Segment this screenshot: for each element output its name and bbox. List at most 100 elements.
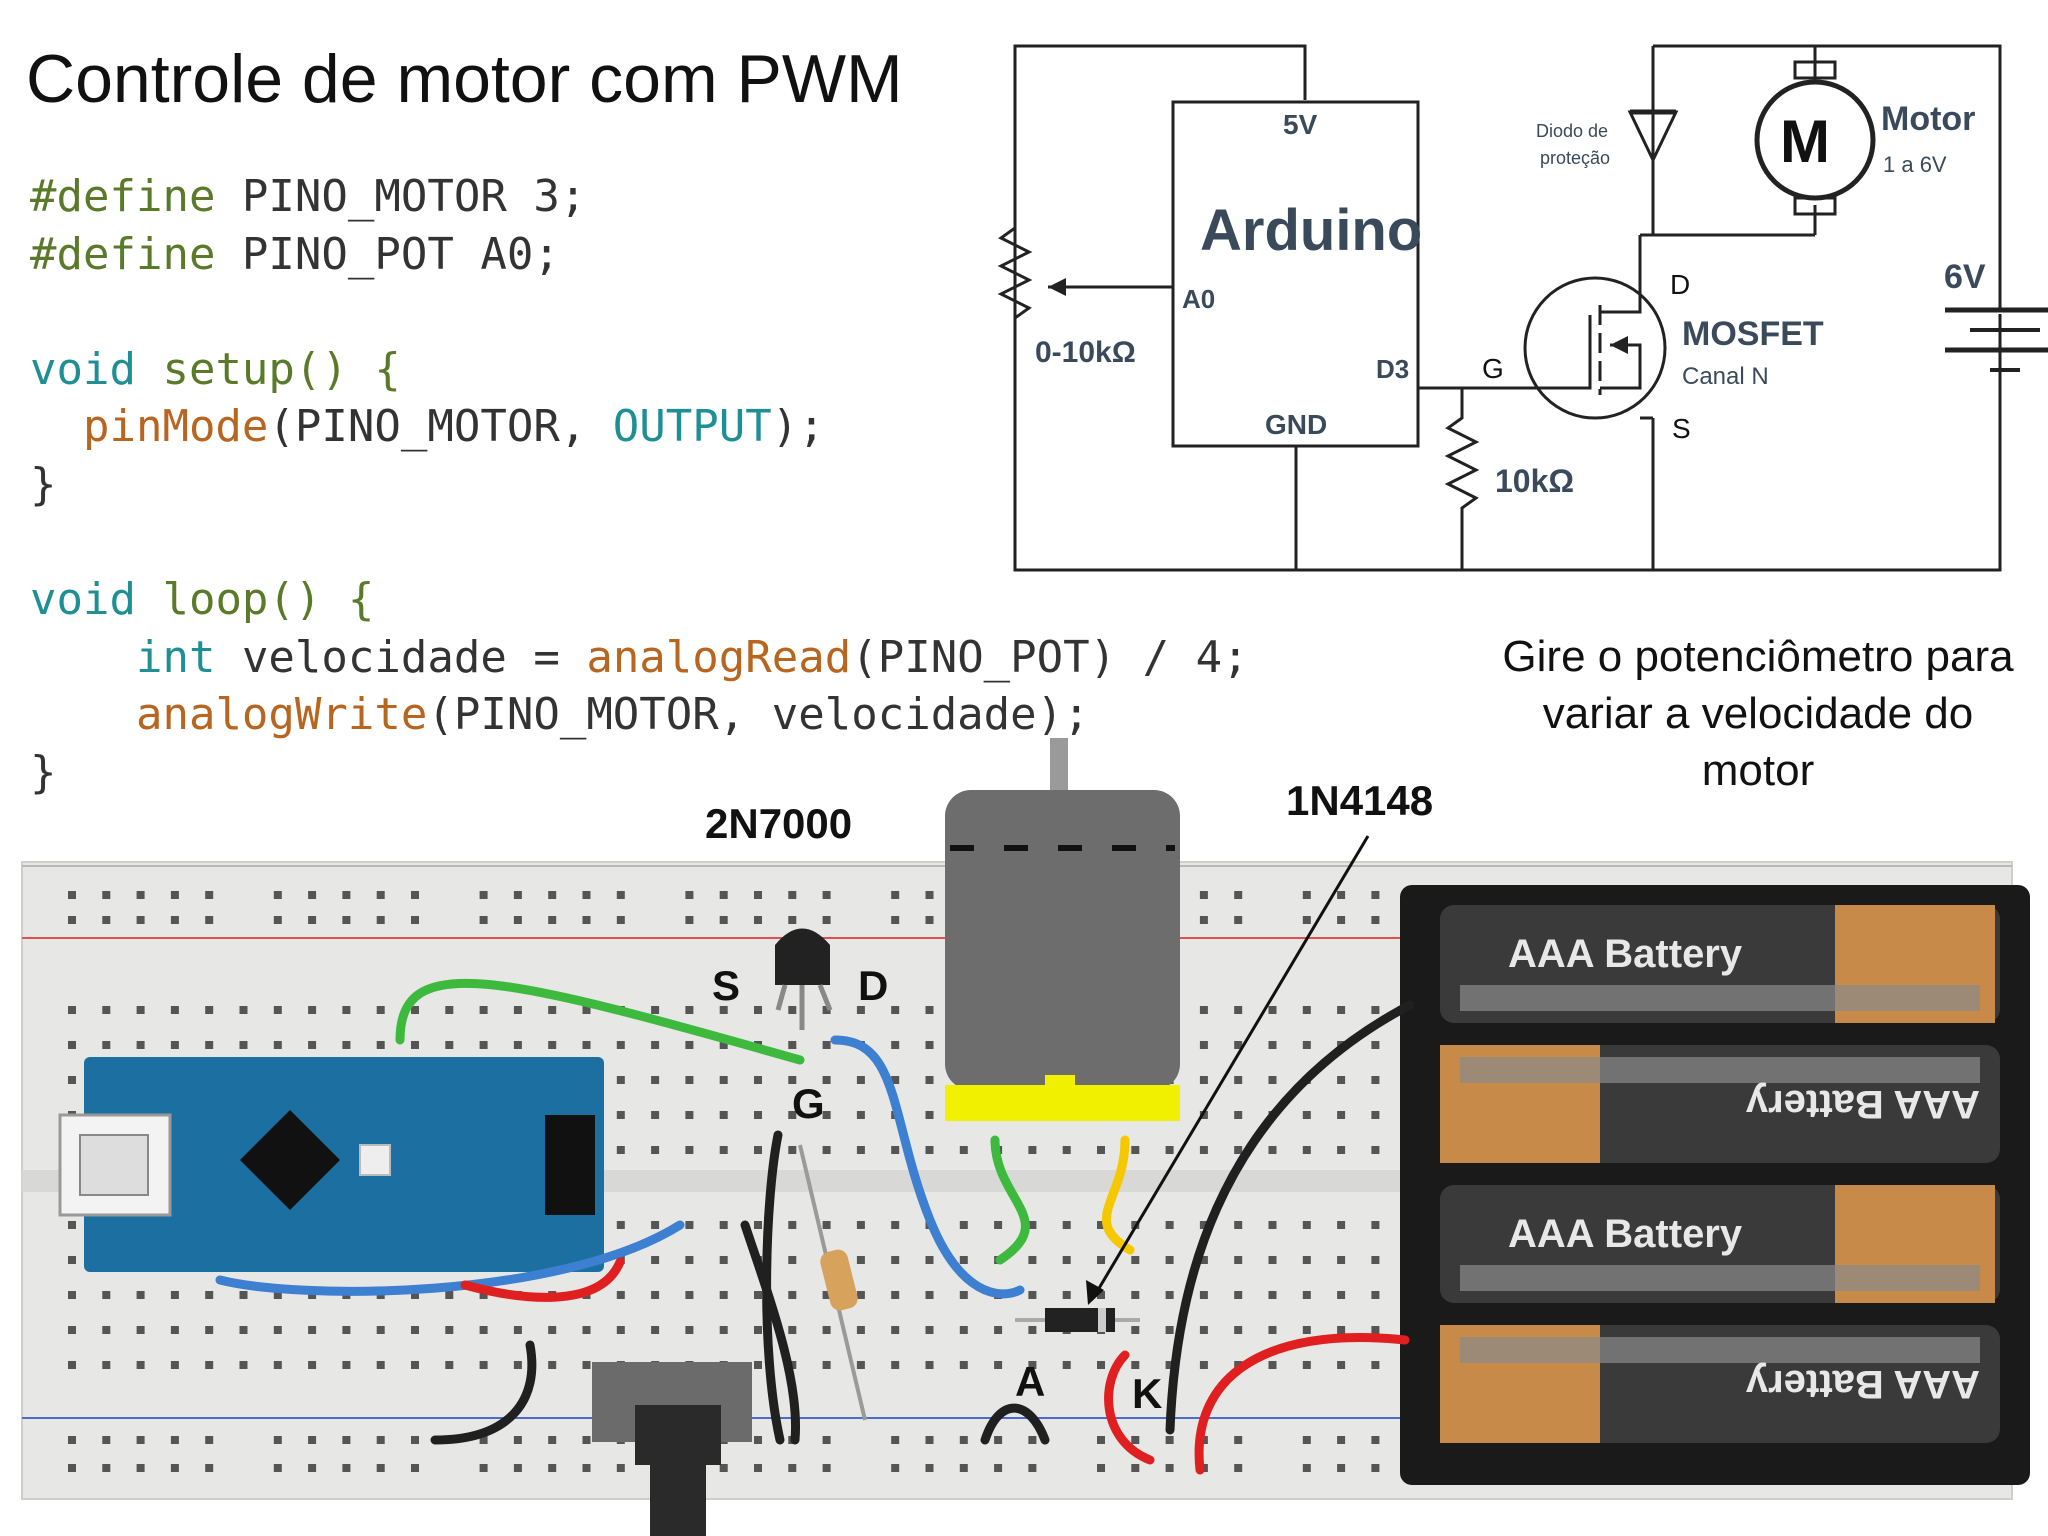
breadboard-hole — [68, 1076, 76, 1084]
breadboard-hole — [1337, 1464, 1346, 1472]
breadboard-hole — [1097, 1221, 1105, 1229]
breadboard-hole — [1302, 1006, 1311, 1014]
breadboard-hole — [1302, 916, 1311, 924]
breadboard-hole — [548, 1361, 557, 1369]
transistor-pin-d: D — [858, 962, 888, 1009]
breadboard-hole — [1131, 1256, 1140, 1264]
breadboard-hole — [891, 1436, 900, 1444]
breadboard-hole — [1337, 1361, 1346, 1369]
breadboard-hole — [68, 1041, 76, 1049]
breadboard-hole — [1268, 1326, 1277, 1334]
breadboard-hole — [685, 1256, 694, 1264]
code-velocidade-assign: velocidade = — [215, 631, 587, 683]
breadboard-hole — [1234, 1464, 1243, 1472]
breadboard-hole — [685, 1221, 694, 1229]
breadboard-hole — [1199, 891, 1208, 899]
breadboard-hole — [411, 1361, 419, 1369]
breadboard-hole — [1028, 1146, 1037, 1154]
breadboard-hole — [513, 1041, 522, 1049]
breadboard-hole — [170, 1361, 179, 1369]
breadboard-hole — [959, 1361, 968, 1369]
breadboard-hole — [616, 1291, 625, 1299]
breadboard-hole — [1097, 1146, 1105, 1154]
breadboard-hole — [651, 1326, 660, 1334]
breadboard-hole — [548, 1464, 557, 1472]
breadboard-hole — [1097, 1464, 1105, 1472]
breadboard-hole — [136, 1291, 145, 1299]
breadboard-hole — [170, 891, 179, 899]
breadboard-hole — [1371, 1221, 1380, 1229]
code-analogwrite-args: (PINO_MOTOR, velocidade); — [427, 689, 1090, 741]
breadboard-hole — [822, 1361, 831, 1369]
breadboard-hole — [616, 1076, 625, 1084]
breadboard-hole — [582, 1436, 591, 1444]
schematic-mosfet-label: MOSFET — [1682, 315, 1824, 353]
wire-green-gate — [395, 978, 805, 1065]
breadboard-hole — [548, 1326, 557, 1334]
breadboard-hole — [68, 1291, 76, 1299]
breadboard-hole — [788, 1291, 797, 1299]
breadboard-hole — [822, 1146, 831, 1154]
breadboard-hole — [479, 916, 488, 924]
schematic-pot-label: 0-10kΩ — [1035, 336, 1136, 369]
breadboard-hole — [102, 1041, 111, 1049]
breadboard-hole — [1268, 1221, 1277, 1229]
instruction-note: Gire o potenciômetro para variar a veloc… — [1502, 632, 2014, 795]
schematic-mosfet-circle — [1523, 276, 1667, 420]
breadboard-hole — [891, 1146, 900, 1154]
breadboard-hole — [754, 1326, 762, 1334]
breadboard-hole — [719, 1111, 728, 1119]
schematic-resistor-label: 10kΩ — [1495, 463, 1574, 499]
breadboard-hole — [479, 1361, 488, 1369]
breadboard-hole — [136, 1464, 145, 1472]
code-void-keyword: void — [30, 343, 136, 395]
schematic-diode — [1627, 109, 1679, 164]
breadboard-hole — [1234, 891, 1243, 899]
breadboard-hole — [376, 1326, 385, 1334]
breadboard-hole — [1165, 1436, 1174, 1444]
diode-pointer-line — [1093, 835, 1370, 1296]
breadboard-hole — [822, 1464, 831, 1472]
breadboard-hole — [685, 1326, 694, 1334]
breadboard-hole — [1097, 1256, 1105, 1264]
breadboard-hole — [273, 1006, 282, 1014]
breadboard-hole — [1165, 1361, 1174, 1369]
breadboard-hole — [548, 916, 557, 924]
breadboard-hole — [1302, 1436, 1311, 1444]
code-setup-signature: setup() { — [135, 343, 401, 395]
breadboard-hole — [136, 891, 145, 899]
breadboard-hole — [479, 1291, 488, 1299]
breadboard-hole — [685, 891, 694, 899]
breadboard-hole — [651, 1006, 660, 1014]
breadboard-hole — [891, 1076, 900, 1084]
breadboard-hole — [856, 1256, 865, 1264]
breadboard-hole — [273, 1041, 282, 1049]
breadboard-hole — [616, 1041, 625, 1049]
breadboard-hole — [651, 1256, 660, 1264]
wire-red-cathode — [1104, 1350, 1155, 1465]
breadboard-hole — [170, 1041, 179, 1049]
breadboard-hole — [1371, 1291, 1380, 1299]
breadboard-hole — [102, 1436, 111, 1444]
schematic-motor-brush-top — [1793, 60, 1837, 80]
breadboard-hole — [1337, 1256, 1346, 1264]
breadboard-hole — [411, 1326, 419, 1334]
code-line-11: } — [30, 746, 57, 798]
breadboard-hole — [925, 1326, 934, 1334]
breadboard-hole — [170, 1006, 179, 1014]
breadboard-hole — [788, 1111, 797, 1119]
breadboard-hole — [205, 891, 214, 899]
breadboard-hole — [273, 1326, 282, 1334]
schematic-motor-symbol: M — [1780, 108, 1830, 175]
transistor-label: 2N7000 — [705, 800, 852, 847]
breadboard-hole — [205, 1006, 214, 1014]
breadboard-hole — [651, 1146, 660, 1154]
breadboard-hole — [1234, 1076, 1243, 1084]
breadboard-hole — [856, 1111, 865, 1119]
breadboard-hole — [1199, 1006, 1208, 1014]
breadboard-hole — [1234, 1326, 1243, 1334]
breadboard-hole — [308, 1361, 317, 1369]
breadboard-hole — [1337, 916, 1346, 924]
